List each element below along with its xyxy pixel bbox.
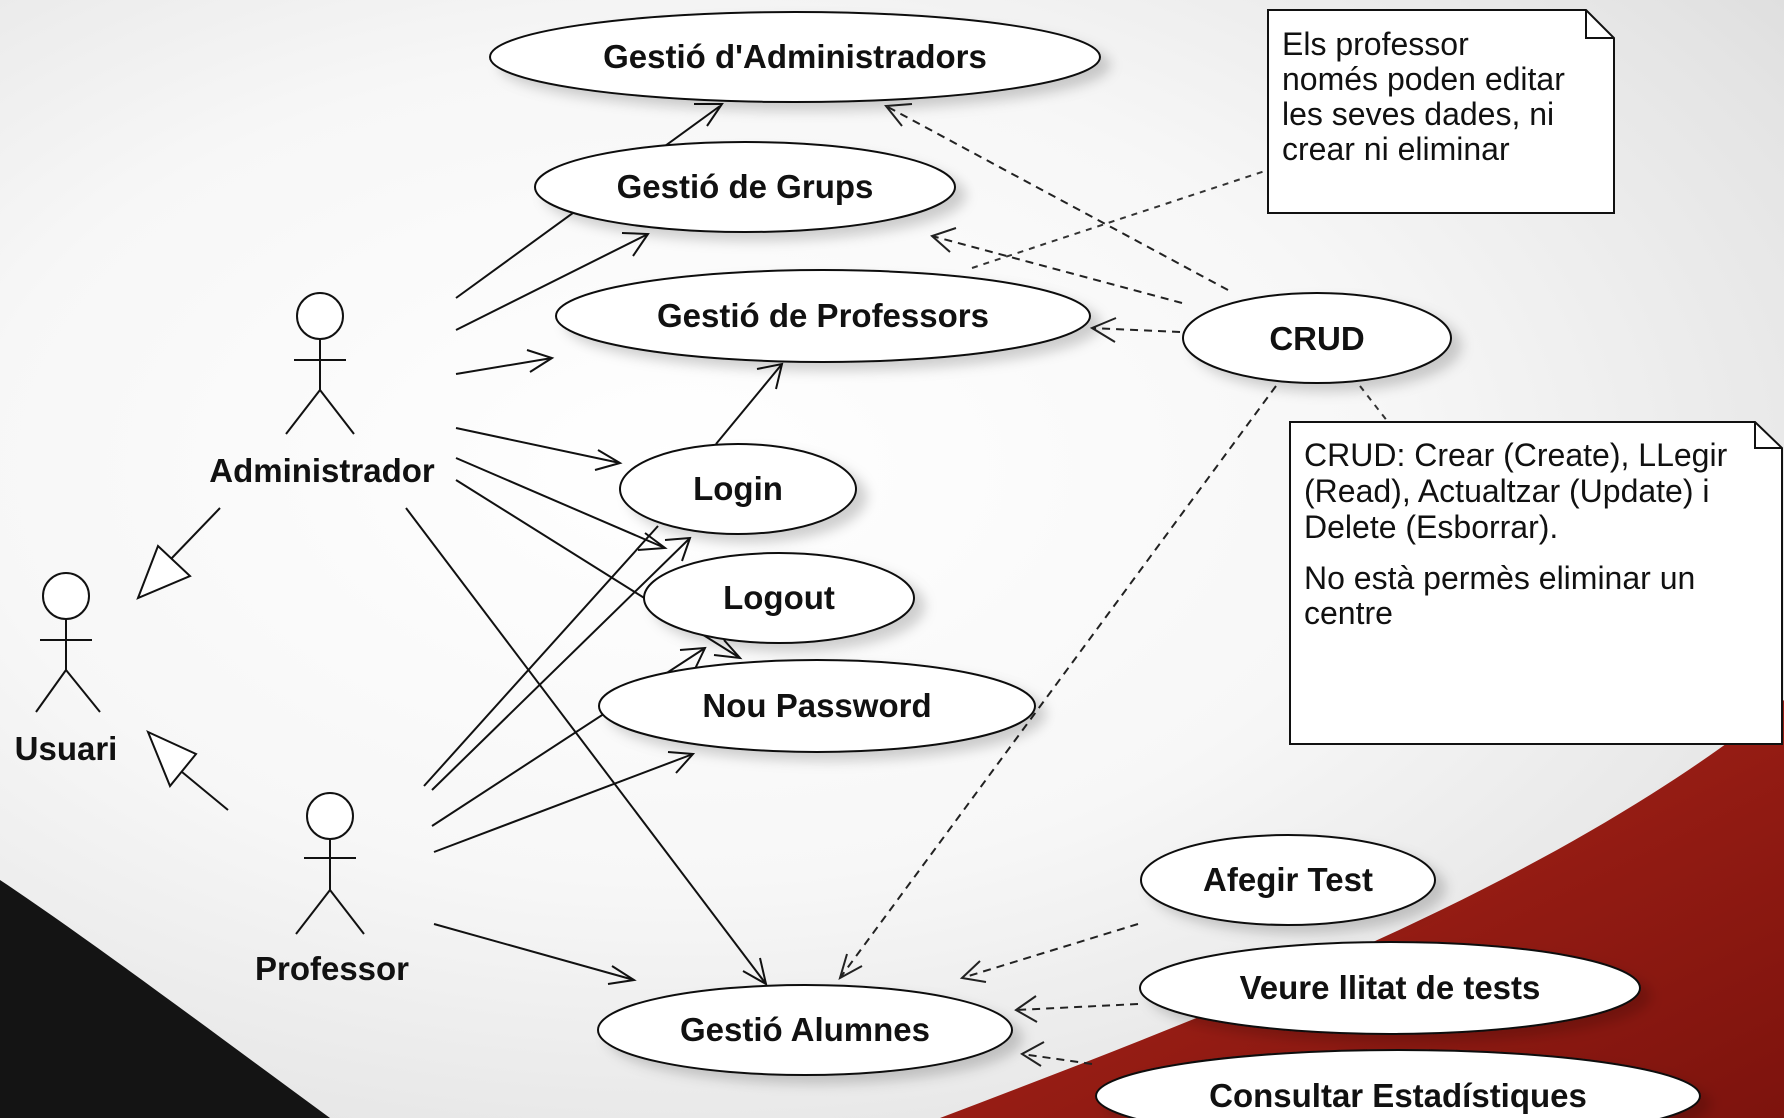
use-case-gestio-professors[interactable]: Gestió de Professors xyxy=(555,269,1091,363)
association-professor-login-b xyxy=(431,537,691,791)
use-case-label: CRUD xyxy=(1269,320,1364,357)
actor-professor-head xyxy=(306,792,354,840)
association-admin-login xyxy=(455,427,621,464)
use-case-label: Gestió de Professors xyxy=(657,297,989,334)
use-case-gestio-administradors[interactable]: Gestió d'Administradors xyxy=(489,11,1101,103)
crud-to-alumnes xyxy=(839,385,1277,979)
consultar-to-alumnes xyxy=(1021,1053,1093,1065)
association-professor-login-a xyxy=(423,525,659,787)
crud-to-grups xyxy=(931,235,1183,304)
use-case-nou-password[interactable]: Nou Password xyxy=(598,659,1036,753)
use-case-label: Login xyxy=(693,470,783,507)
note-professor-line-4: crear ni eliminar xyxy=(1282,131,1510,167)
associations xyxy=(405,103,784,986)
generalization-arrowhead-admin xyxy=(136,544,192,600)
use-case-veure-llitat-tests[interactable]: Veure llitat de tests xyxy=(1139,941,1641,1035)
generalization-admin-usuari xyxy=(169,507,221,561)
note-professor-line-3: les seves dades, ni xyxy=(1282,96,1554,132)
use-case-afegir-test[interactable]: Afegir Test xyxy=(1140,834,1436,926)
black-corner-shape xyxy=(0,880,330,1118)
generalizations xyxy=(136,507,229,811)
use-case-logout[interactable]: Logout xyxy=(643,552,915,644)
association-professor-login-professors xyxy=(715,363,783,445)
use-case-label: Logout xyxy=(723,579,835,616)
afegir-test-to-alumnes xyxy=(961,923,1139,979)
actor-usuari-label: Usuari xyxy=(15,730,118,767)
generalization-arrowhead-professor xyxy=(146,730,198,788)
association-admin-grups xyxy=(455,233,649,331)
note-professor: Els professor només poden editar les sev… xyxy=(1267,9,1615,214)
association-professor-nou-password xyxy=(433,753,694,853)
note-anchor-professors xyxy=(971,169,1269,269)
actor-administrador-label: Administrador xyxy=(209,452,435,489)
note-crud-line-1: CRUD: Crear (Create), LLegir xyxy=(1304,437,1728,473)
note-crud-line-3: Delete (Esborrar). xyxy=(1304,509,1558,545)
generalization-professor-usuari xyxy=(181,771,229,811)
note-crud: CRUD: Crear (Create), LLegir (Read), Act… xyxy=(1289,421,1783,745)
actor-professor-label: Professor xyxy=(255,950,409,987)
crud-to-professors xyxy=(1091,327,1181,333)
veure-llitat-to-alumnes xyxy=(1015,1003,1139,1011)
actor-administrador[interactable]: Administrador xyxy=(209,292,435,489)
association-professor-alumnes xyxy=(433,923,635,981)
use-case-label: Gestió de Grups xyxy=(617,168,874,205)
note-professor-line-2: només poden editar xyxy=(1282,61,1565,97)
crud-to-administradors xyxy=(885,105,1229,291)
association-admin-alumnes xyxy=(405,507,767,985)
note-crud-line-2: (Read), Actualtzar (Update) i xyxy=(1304,473,1710,509)
use-case-label: Nou Password xyxy=(702,687,931,724)
use-case-label: Gestió Alumnes xyxy=(680,1011,930,1048)
actor-usuari[interactable]: Usuari xyxy=(15,572,118,767)
use-case-label: Afegir Test xyxy=(1203,861,1373,898)
actor-usuari-head xyxy=(42,572,90,620)
use-case-consultar-estadistiques[interactable]: Consultar Estadístiques xyxy=(1095,1049,1701,1118)
use-case-label: Veure llitat de tests xyxy=(1240,969,1541,1006)
use-case-crud[interactable]: CRUD xyxy=(1182,292,1452,384)
actor-professor[interactable]: Professor xyxy=(255,792,409,987)
use-case-label: Gestió d'Administradors xyxy=(603,38,987,75)
association-admin-professors xyxy=(455,357,553,375)
association-admin-logout xyxy=(455,457,666,549)
note-crud-line-5: centre xyxy=(1304,595,1393,631)
use-case-gestio-grups[interactable]: Gestió de Grups xyxy=(534,141,956,233)
dependencies xyxy=(838,103,1389,1067)
note-anchor-crud xyxy=(1359,385,1389,423)
actor-administrador-head xyxy=(296,292,344,340)
use-case-login[interactable]: Login xyxy=(619,443,857,535)
note-crud-line-4: No està permès eliminar un xyxy=(1304,560,1695,596)
note-professor-line-1: Els professor xyxy=(1282,26,1469,62)
use-case-gestio-alumnes[interactable]: Gestió Alumnes xyxy=(597,984,1013,1076)
use-case-label: Consultar Estadístiques xyxy=(1209,1077,1587,1114)
